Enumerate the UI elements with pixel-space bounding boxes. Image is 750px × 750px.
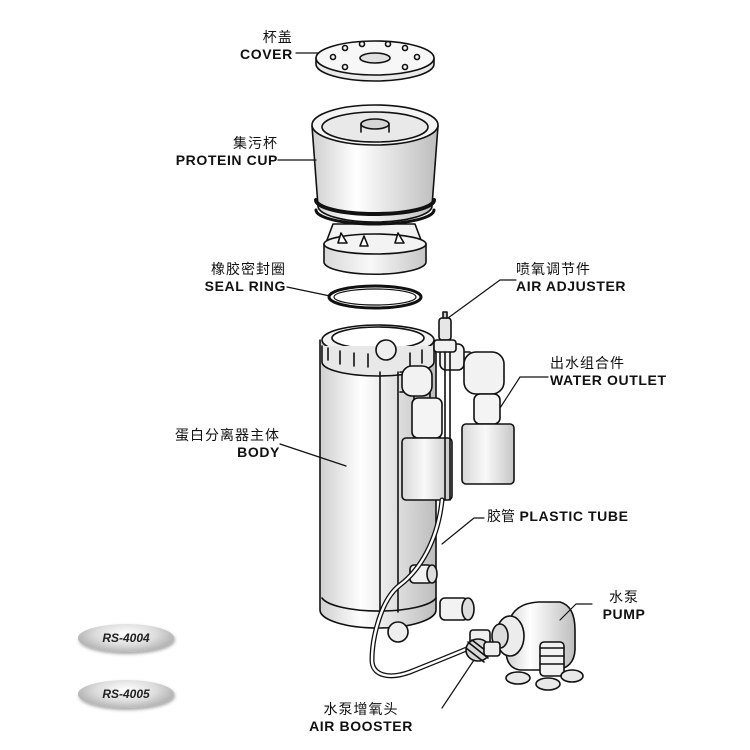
pump-part [469,601,584,691]
label-pump: 水泵 PUMP [594,590,654,622]
label-plastic-tube: 胶管 PLASTIC TUBE [487,508,629,526]
plastic-tube-part [369,497,479,679]
label-cover-cn: 杯盖 [262,30,293,46]
label-seal-ring-en: SEAL RING [204,278,286,295]
leader-plastic-tube [441,517,485,545]
leader-air-adjuster [447,279,517,319]
label-protein-cup: 集污杯 PROTEIN CUP [164,136,278,168]
label-body: 蛋白分离器主体 BODY [160,428,280,460]
model-badge-rs-4005: RS-4005 [78,680,174,708]
label-cover: 杯盖 COVER [240,30,293,62]
label-air-adjuster: 喷氧调节件 AIR ADJUSTER [516,262,626,294]
label-air-adjuster-en: AIR ADJUSTER [516,278,627,295]
label-plastic-tube-cn: 胶管 [487,509,515,525]
cover-part [315,40,435,82]
leader-pump [559,603,593,621]
label-air-adjuster-cn: 喷氧调节件 [516,262,591,278]
model-badge-rs-4004: RS-4004 [78,624,174,652]
label-air-booster-en: AIR BOOSTER [309,718,413,735]
label-protein-cup-en: PROTEIN CUP [175,152,278,169]
label-plastic-tube-en: PLASTIC TUBE [519,508,629,524]
water-outlet-part [399,343,515,501]
label-body-en: BODY [237,444,280,461]
label-pump-en: PUMP [602,606,646,623]
label-body-cn: 蛋白分离器主体 [175,428,280,444]
label-pump-cn: 水泵 [609,590,639,606]
label-seal-ring-cn: 橡胶密封圈 [211,262,286,278]
label-air-booster-cn: 水泵增氧头 [323,702,399,718]
label-water-outlet-cn: 出水组合件 [550,356,625,372]
leader-lines [277,52,593,709]
air-booster-part [465,638,501,663]
protein-cup-part [311,104,439,276]
label-water-outlet: 出水组合件 WATER OUTLET [550,356,667,388]
label-water-outlet-en: WATER OUTLET [550,372,667,389]
label-protein-cup-cn: 集污杯 [233,136,278,152]
leader-water-outlet [499,376,549,409]
leader-seal-ring [286,286,331,297]
leader-air-booster [441,659,475,709]
seal-ring-part [327,284,423,310]
air-adjuster-part [433,311,457,501]
leader-body [279,443,347,467]
label-cover-en: COVER [240,46,293,63]
label-seal-ring: 橡胶密封圈 SEAL RING [190,262,286,294]
label-air-booster: 水泵增氧头 AIR BOOSTER [296,702,426,734]
